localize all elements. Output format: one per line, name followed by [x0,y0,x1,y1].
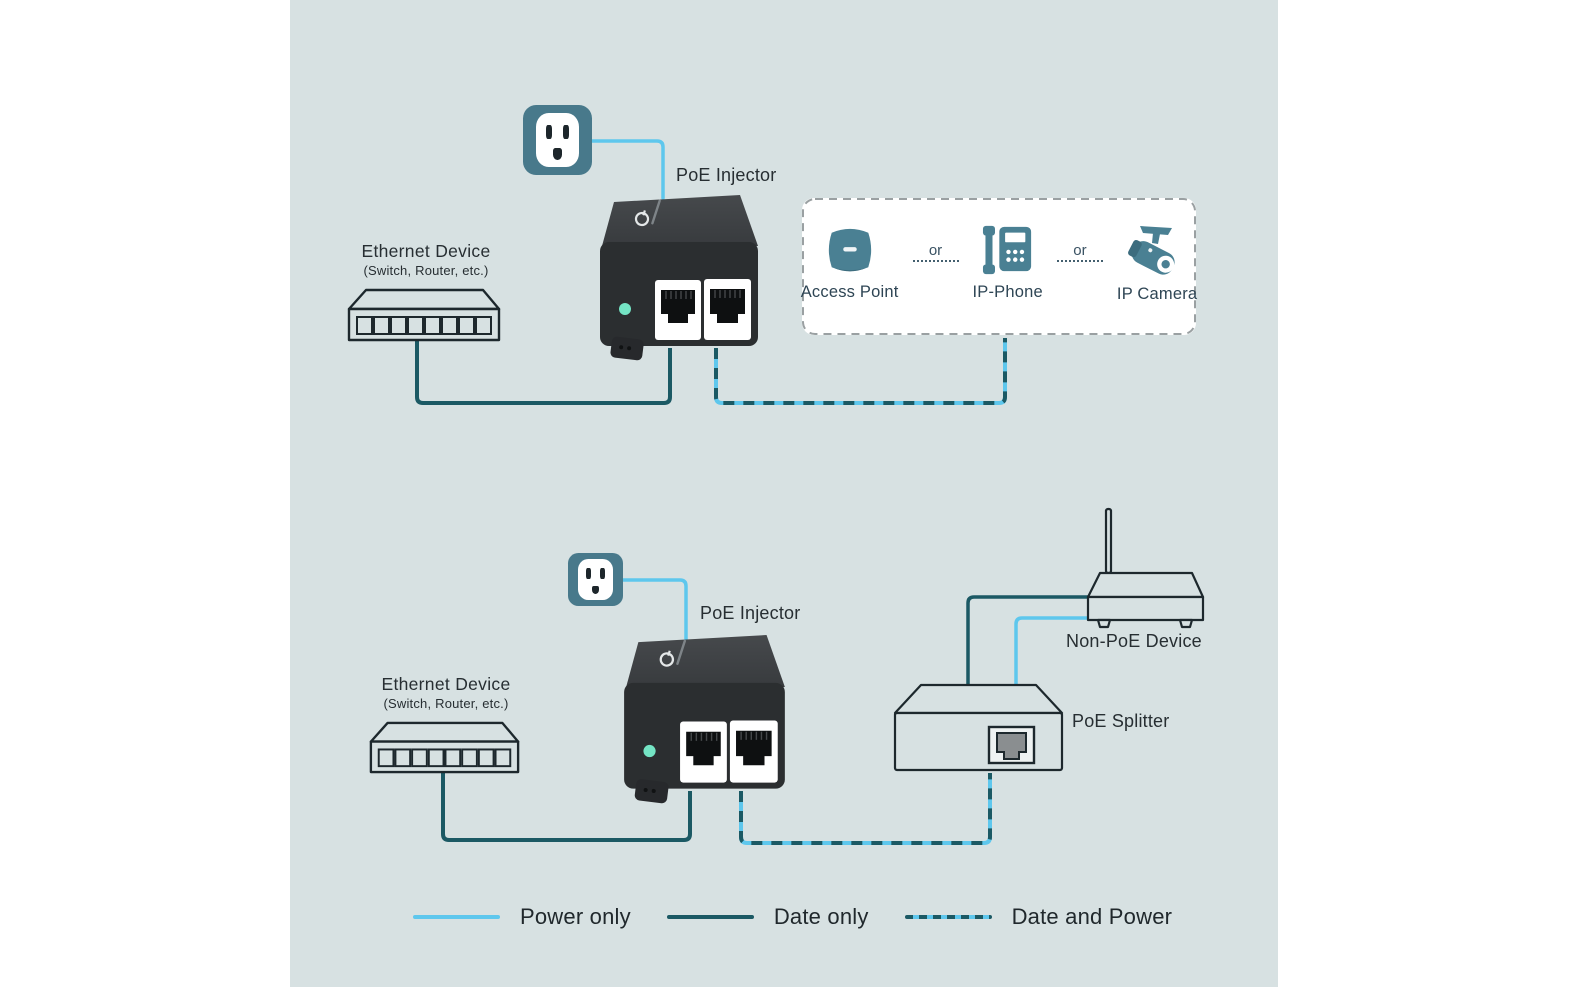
ethernet-device-title: Ethernet Device [381,674,511,694]
tp-link-logo [634,199,661,227]
non-poe-device-icon [1086,507,1205,629]
ethernet-device-subtitle: (Switch, Router, etc.) [363,263,489,278]
ethernet-device-label-top: Ethernet Device (Switch, Router, etc.) [331,241,521,278]
ethernet-switch-icon-top [347,288,501,342]
poe-injector-icon-top [600,195,758,361]
or-text: or [928,242,943,259]
power-line-bottom [620,578,688,643]
tp-link-logo [659,639,687,667]
data-line-top [415,341,672,405]
router-antenna [1104,507,1113,575]
injector-dc-connector [610,336,644,361]
outlet-ground-hole [591,585,600,595]
data-power-line-top-dashes [714,338,1007,405]
ip-camera-item: IP Camera [1117,224,1197,304]
injector-dc-connector [634,779,669,804]
outlet-face [578,559,613,600]
injector-status-led [643,744,656,758]
poe-injector-label-bottom: PoE Injector [700,603,801,623]
legend-item-data-and-power: Date and Power [904,904,1173,930]
non-poe-device-label: Non-PoE Device [1066,631,1202,651]
poe-injector-label-top: PoE Injector [676,165,777,185]
ip-phone-icon [982,225,1031,275]
ip-camera-icon [1128,226,1175,275]
ip-phone-label: IP-Phone [972,283,1043,301]
diagram-background-panel [290,0,1278,987]
ip-phone-item: IP-Phone [973,224,1043,302]
access-point-item: Access Point [801,224,899,302]
access-point-icon [828,228,871,272]
legend-item-data-only: Date only [666,904,869,930]
or-separator-2: or [1056,242,1103,262]
ethernet-device-subtitle: (Switch, Router, etc.) [383,696,509,711]
or-dotted-line [912,260,959,262]
data-power-line-bottom-dashes [739,773,992,845]
data-and-power-label: Date and Power [1011,904,1173,929]
legend: Power only Date only Date and Power [413,904,1172,930]
poe-splitter-icon [893,683,1064,772]
outlet-slot-left [586,567,592,579]
or-text: or [1073,242,1087,259]
outlet-slot-right [599,567,605,579]
ethernet-switch-icon-bottom [369,721,520,774]
data-only-line-swatch [666,915,754,919]
outlet-ground-hole [552,147,563,160]
splitter-to-router-power-line [1014,616,1089,686]
outlet-slot-left [545,124,552,139]
ethernet-device-label-bottom: Ethernet Device (Switch, Router, etc.) [351,674,541,711]
power-outlet-icon [568,553,623,606]
injector-status-led [619,303,631,315]
splitter-to-router-data-line [966,595,1090,686]
power-only-label: Power only [520,904,631,929]
data-and-power-line-swatch [904,915,992,919]
power-only-line-swatch [413,915,500,919]
data-only-label: Date only [773,904,869,929]
legend-item-power-only: Power only [413,904,631,930]
data-line-bottom [441,773,692,842]
power-outlet-icon [523,105,592,175]
or-dotted-line [1056,260,1103,262]
poe-injector-icon-bottom [624,635,785,804]
access-point-label: Access Point [800,283,899,301]
outlet-face [536,113,579,167]
powered-devices-row: Access Point or [801,198,1197,335]
or-separator-1: or [912,242,959,262]
poe-splitter-label: PoE Splitter [1072,711,1170,731]
outlet-slot-right [563,124,570,139]
powered-devices-box: Access Point or [801,198,1197,335]
ip-camera-label: IP Camera [1116,285,1198,303]
ethernet-device-title: Ethernet Device [361,241,491,261]
power-line-top [590,139,665,200]
powered-devices-box-border [802,198,1196,335]
